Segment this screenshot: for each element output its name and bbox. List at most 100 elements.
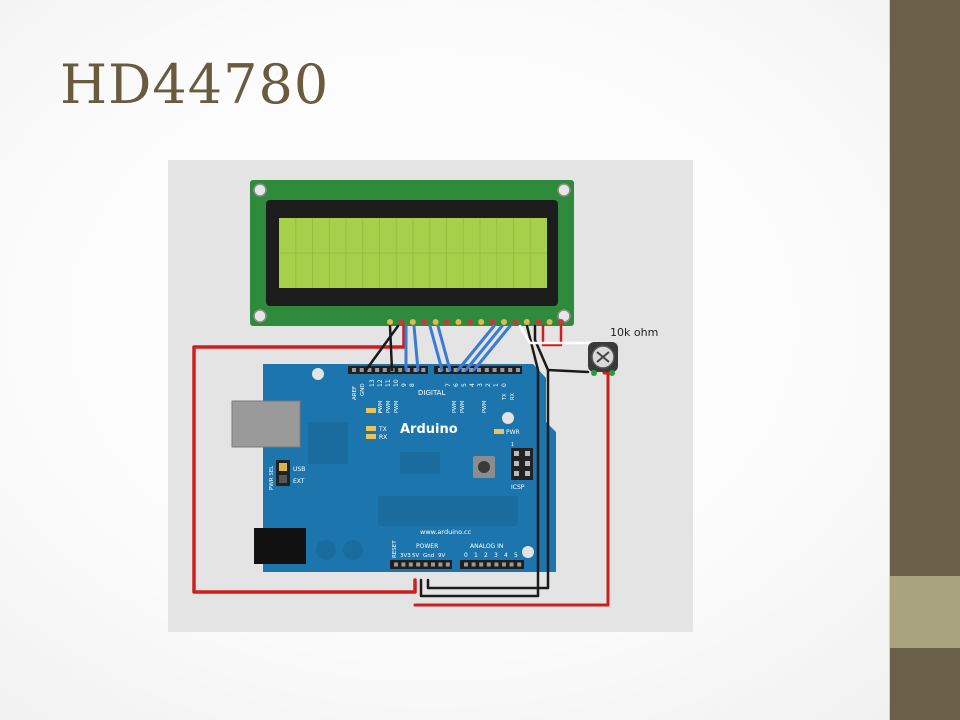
header-pin <box>416 562 421 567</box>
rx-pin-label: RX <box>510 393 516 400</box>
digital-label: DIGITAL <box>418 389 445 397</box>
lcd-header-pin <box>546 319 553 325</box>
pwm-label-11: PWM <box>378 401 384 413</box>
wire-red-lcd-a <box>541 324 563 347</box>
lcd-header-pin <box>444 319 450 325</box>
wire-blue-5 <box>456 324 496 372</box>
header-pin <box>438 562 443 567</box>
power-label: POWER <box>416 543 438 550</box>
digital-pin-label: 11 <box>385 379 392 387</box>
header-pin <box>479 562 484 567</box>
sidebar-accent-block <box>889 576 960 648</box>
lcd-header-pin <box>466 319 473 325</box>
lcd-header-pin <box>478 319 485 325</box>
header-pin <box>484 368 489 372</box>
lcd-header-pin <box>535 319 542 325</box>
header-pin <box>471 562 476 567</box>
header-pin <box>469 368 474 372</box>
header-pin <box>508 368 513 372</box>
header-pin <box>438 368 442 372</box>
gnd-label: GND <box>360 383 366 396</box>
header-pin <box>486 562 491 567</box>
header-pin <box>421 368 426 372</box>
board-brand: Arduino <box>400 422 458 437</box>
header-pin <box>352 368 356 372</box>
analog-label: ANALOG IN <box>470 543 503 550</box>
digital-pin-label: 7 <box>445 383 452 387</box>
wire-blue-7 <box>472 324 512 372</box>
header-pin <box>367 368 372 372</box>
power-pin-label: 5V <box>412 553 419 559</box>
led-rx-label: RX <box>379 434 387 441</box>
pwm-label-9: PWM <box>394 401 400 413</box>
header-pin <box>398 368 403 372</box>
wires <box>192 324 610 607</box>
led-tx <box>366 426 376 431</box>
header-pin <box>464 562 468 567</box>
analog-pin-label: 5 <box>514 552 518 559</box>
led-l <box>366 408 376 413</box>
icsp-label: ICSP <box>511 484 525 491</box>
led-tx-label: TX <box>378 426 387 433</box>
led-pwr-label: PWR <box>506 429 520 436</box>
wire-black-gnd-2 <box>388 324 394 372</box>
lcd-header-pins <box>387 319 564 325</box>
analog-header <box>460 560 524 569</box>
digital-pin-label: 12 <box>377 379 384 387</box>
lcd-header-pin <box>512 319 519 325</box>
wire-black-gnd-1 <box>364 324 400 372</box>
board-url: www.arduino.cc <box>420 528 472 536</box>
arduino-board: Arduino www.arduino.cc DIGITAL AREF GND … <box>231 364 556 572</box>
header-pin <box>408 562 413 567</box>
header-pin <box>382 368 387 372</box>
pwm-label-10: PWM <box>386 401 392 413</box>
usb-connector <box>232 401 300 447</box>
header-pin <box>509 562 514 567</box>
wire-red-5v-loop <box>192 324 417 594</box>
lcd-header-pin <box>523 319 530 325</box>
wire-blue-6 <box>464 324 504 372</box>
power-pin-label: Gnd <box>423 553 434 559</box>
digital-pin-label: 5 <box>461 383 468 387</box>
header-pin <box>423 562 428 567</box>
slide-title: HD44780 <box>60 53 330 116</box>
digital-pin-label: 9 <box>401 383 408 387</box>
lcd-header-pin <box>398 319 405 325</box>
potentiometer <box>588 342 618 376</box>
header-pin <box>445 562 450 567</box>
aref-label: AREF <box>352 386 358 400</box>
wire-black-pot <box>546 368 590 374</box>
digital-pin-label: 2 <box>485 383 492 387</box>
lcd-header-pin <box>489 319 496 325</box>
power-pin-label: 3V3 <box>400 553 411 559</box>
pot-label: 10k ohm <box>610 326 658 339</box>
power-jack <box>254 528 306 564</box>
lcd-header-pin <box>558 319 564 325</box>
power-header <box>390 560 452 569</box>
digital-pin-label: 6 <box>453 383 460 387</box>
header-pin <box>401 562 406 567</box>
header-pin <box>431 562 435 567</box>
icsp-pin1-label: 1 <box>511 442 514 448</box>
led-pwr <box>494 429 504 434</box>
digital-pin-label: 1 <box>493 383 500 387</box>
reset-label: RESET <box>392 540 398 558</box>
pwm-label-5: PWM <box>460 401 466 413</box>
wire-red-lcd-b <box>426 324 550 590</box>
lcd-header-pin <box>432 319 439 325</box>
lcd-header-pin <box>501 319 507 325</box>
ext-label: EXT <box>293 478 305 485</box>
analog-pin-label: 4 <box>504 552 508 559</box>
sidebar-divider <box>889 0 890 720</box>
power-pin-label: 9V <box>438 553 445 559</box>
wire-black-5v <box>419 324 540 598</box>
pwr-sel-label: PWR SEL <box>269 465 275 490</box>
header-pin <box>453 368 458 372</box>
pwm-label-6: PWM <box>452 401 458 413</box>
circuit-diagram: Arduino www.arduino.cc DIGITAL AREF GND … <box>168 160 693 632</box>
wire-blue-4 <box>436 324 452 372</box>
header-pin-group <box>352 368 522 567</box>
header-pin <box>502 562 506 567</box>
